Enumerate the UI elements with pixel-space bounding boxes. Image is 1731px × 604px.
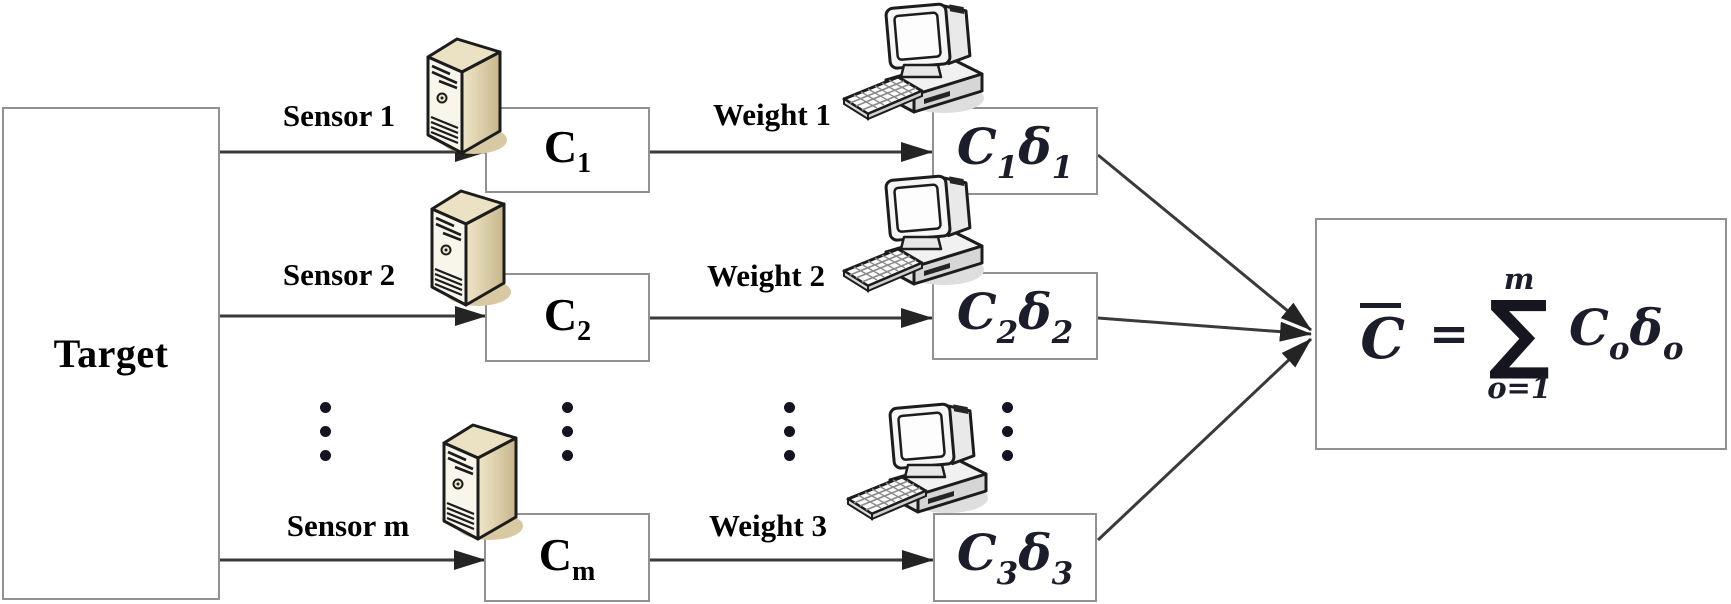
c2d2-c-sub: 2	[996, 314, 1019, 351]
arrow-c2d2-to-fusion	[1097, 316, 1312, 342]
vertical-ellipsis	[562, 402, 573, 461]
server-tower-icon	[430, 189, 513, 308]
c2-sub: 2	[577, 315, 592, 347]
summation-sigma-symbol: ∑	[1488, 283, 1550, 384]
cm-sub: m	[571, 555, 596, 587]
c2-base: C	[543, 288, 578, 340]
summation-lower-limit: o=1	[1487, 370, 1552, 405]
c1-sub: 1	[577, 148, 592, 179]
sensor-m-label: Sensor m	[286, 508, 410, 543]
desktop-computer-icon	[842, 172, 986, 293]
fusion-formula: C = m ∑ o=1 Coδo	[1358, 265, 1684, 402]
fusion-formula-box: C = m ∑ o=1 Coδo	[1315, 218, 1727, 450]
vertical-ellipsis	[784, 402, 795, 461]
server-tower-icon	[426, 37, 509, 156]
c1d1-delta: δ	[1018, 116, 1052, 176]
target-label: Target	[53, 331, 169, 376]
sensor-2-label: Sensor 2	[282, 257, 396, 292]
server-tower-icon	[442, 423, 525, 542]
c1-base: C	[543, 121, 578, 172]
c3d3-delta-sub: 3	[1051, 556, 1074, 592]
weight-1-label: Weight 1	[713, 97, 831, 132]
c1d1-delta-sub: 1	[1051, 149, 1074, 186]
summation-upper-limit: m	[1503, 262, 1535, 297]
weighted-box-c3d3: C3δ3	[933, 513, 1097, 602]
c2d2-delta-sub: 2	[1051, 314, 1074, 351]
term-c: C	[1569, 297, 1609, 357]
coefficient-box-c1: C1	[485, 107, 650, 193]
weighted-box-c2d2: C2δ2	[932, 272, 1098, 360]
formula-cbar: C	[1358, 301, 1411, 367]
sensor-1-label: Sensor 1	[282, 98, 396, 133]
c3d3-c-sub: 3	[996, 556, 1019, 592]
weight-3-label: Weight 3	[709, 508, 827, 543]
weight-2-label: Weight 2	[707, 258, 825, 293]
c3d3-delta: δ	[1018, 523, 1052, 582]
term-c-sub: o	[1608, 330, 1630, 367]
coefficient-box-c2: C2	[485, 273, 650, 362]
vertical-ellipsis	[320, 402, 331, 461]
c1d1-c: C	[956, 116, 997, 176]
term-delta: δ	[1629, 297, 1663, 357]
term-delta-sub: o	[1662, 330, 1684, 367]
desktop-computer-icon	[846, 400, 990, 521]
desktop-computer-icon	[842, 0, 986, 121]
target-box: Target	[2, 107, 220, 600]
c3d3-c: C	[956, 523, 997, 582]
c1d1-c-sub: 1	[996, 149, 1019, 186]
summation: m ∑ o=1	[1487, 265, 1551, 402]
formula-term: Coδo	[1569, 302, 1684, 367]
arrow-c3d3-to-fusion	[1096, 337, 1313, 542]
c2d2-delta: δ	[1018, 281, 1052, 341]
cm-base: C	[538, 528, 572, 580]
vertical-ellipsis	[1002, 402, 1013, 461]
formula-equals: =	[1429, 305, 1470, 362]
arrow-c1d1-to-fusion	[1097, 153, 1312, 332]
c2d2-c: C	[956, 281, 997, 341]
